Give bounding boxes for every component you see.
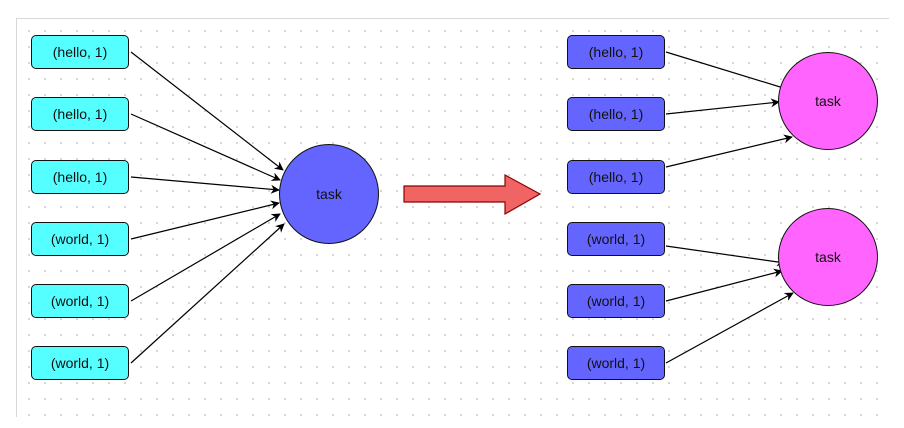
edge-right-5: [665, 268, 783, 302]
task-node-left[interactable]: task: [279, 144, 379, 244]
right-node-5[interactable]: (world, 1): [567, 284, 665, 318]
transform-arrow: [403, 173, 542, 216]
right-node-2[interactable]: (hello, 1): [567, 97, 665, 131]
task-node-right-top[interactable]: task: [778, 52, 878, 150]
edge-left-1: [130, 51, 284, 171]
edge-left-6: [130, 223, 285, 364]
left-node-2[interactable]: (hello, 1): [31, 97, 129, 131]
right-node-1[interactable]: (hello, 1): [567, 35, 665, 69]
task-node-right-bottom[interactable]: task: [778, 208, 878, 306]
right-node-4[interactable]: (world, 1): [567, 222, 665, 256]
right-node-3[interactable]: (hello, 1): [567, 160, 665, 194]
left-node-4[interactable]: (world, 1): [31, 222, 129, 256]
edge-left-5: [130, 213, 281, 302]
left-node-6[interactable]: (world, 1): [31, 346, 129, 380]
edge-right-6: [665, 292, 794, 364]
edge-left-2: [130, 113, 281, 181]
edge-right-2: [665, 98, 780, 115]
left-node-1[interactable]: (hello, 1): [31, 35, 129, 69]
edge-right-1: [665, 51, 791, 92]
left-node-5[interactable]: (world, 1): [31, 284, 129, 318]
edge-right-3: [665, 134, 793, 168]
edge-right-4: [665, 245, 786, 267]
left-node-3[interactable]: (hello, 1): [31, 160, 129, 194]
edge-left-4: [130, 200, 280, 240]
edge-left-3: [130, 176, 280, 194]
diagram-canvas: [16, 18, 889, 417]
right-node-6[interactable]: (world, 1): [567, 346, 665, 380]
